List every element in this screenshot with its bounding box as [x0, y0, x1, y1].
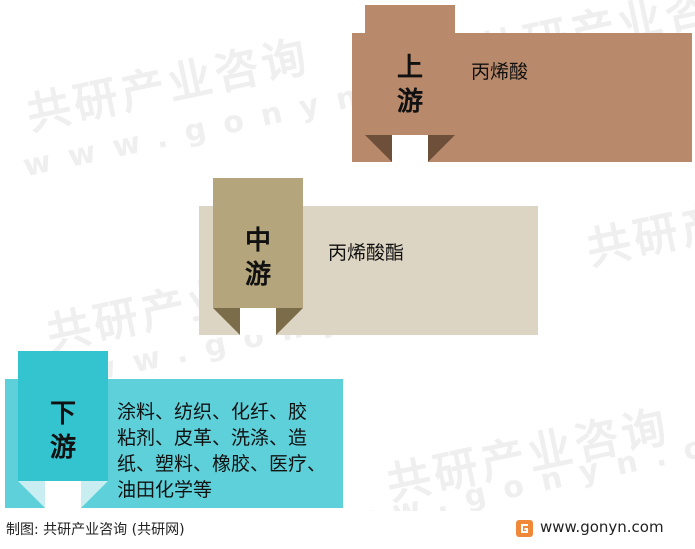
upstream-tag-char: 上: [396, 53, 423, 83]
downstream-tag-char: 下: [49, 399, 76, 429]
downstream-tag-char: 游: [49, 433, 76, 463]
upstream-tag-char: 游: [396, 87, 423, 117]
upstream-tag: 上 游: [365, 5, 455, 135]
footer: 制图: 共研产业咨询 (共研网) www.gonyn.com: [0, 511, 695, 545]
footer-source: 制图: 共研产业咨询 (共研网): [6, 522, 185, 538]
downstream-ribbon-fold: [18, 481, 108, 508]
midstream-ribbon-fold: [213, 308, 303, 335]
midstream-tag-char: 中: [244, 226, 271, 256]
downstream-content-line: 粘剂、皮革、洗涤、造: [117, 427, 308, 449]
footer-website[interactable]: www.gonyn.com: [540, 518, 664, 536]
downstream-tag: 下 游: [18, 351, 108, 481]
midstream-tag: 中 游: [213, 178, 303, 308]
downstream-content-line: 涂料、纺织、化纤、胶: [117, 401, 308, 423]
gonyn-logo-icon: [516, 520, 533, 537]
downstream-content: 涂料、纺织、化纤、胶 粘剂、皮革、洗涤、造 纸、塑料、橡胶、医疗、 油田化学等: [117, 399, 343, 503]
downstream-content-line: 油田化学等: [117, 479, 213, 501]
midstream-content: 丙烯酸酯: [328, 242, 405, 264]
downstream-content-line: 纸、塑料、橡胶、医疗、: [117, 453, 327, 475]
watermark-brand: 共研产业咨询: [582, 165, 695, 276]
upstream-ribbon-fold: [365, 135, 455, 162]
upstream-content: 丙烯酸: [471, 61, 529, 83]
midstream-tag-char: 游: [244, 260, 271, 290]
